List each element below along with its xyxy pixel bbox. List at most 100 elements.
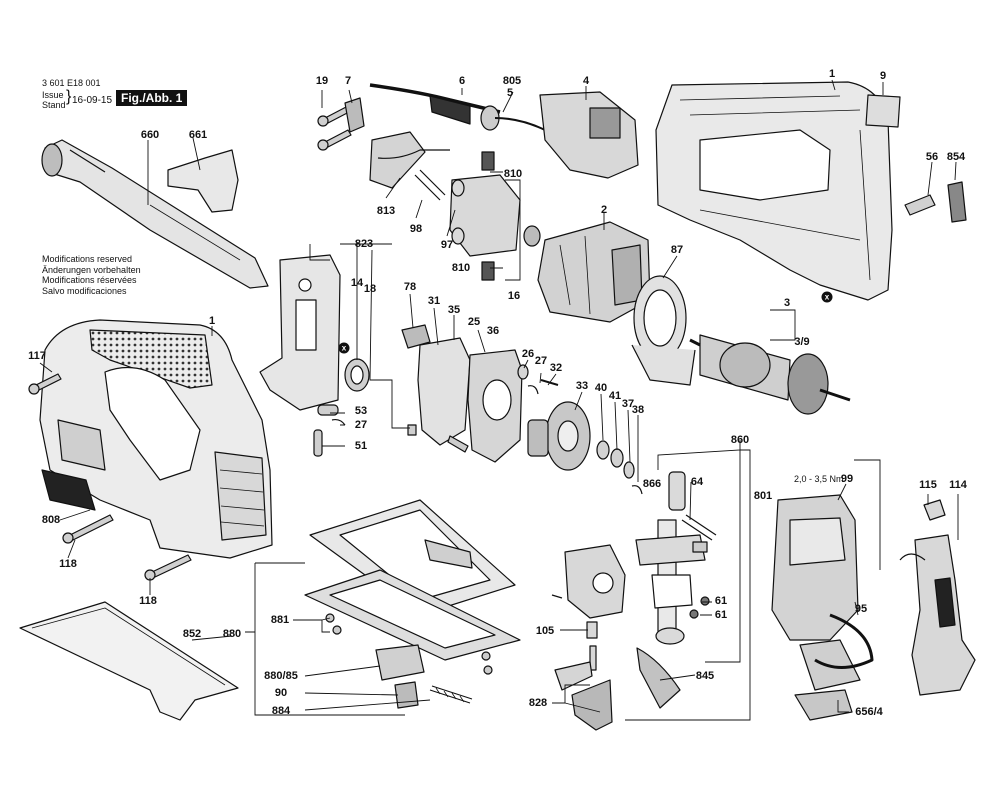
callout-661: 661 — [188, 129, 208, 141]
callout-90: 90 — [274, 687, 288, 699]
guide-roller-part — [794, 689, 853, 721]
callout-27-top: 27 — [534, 355, 548, 367]
callout-98: 98 — [409, 223, 423, 235]
assembly-marker-1: x — [821, 291, 833, 303]
callout-2: 2 — [600, 204, 608, 216]
callout-810-top: 810 — [503, 168, 523, 180]
base-plate-part — [304, 499, 521, 661]
callout-660: 660 — [140, 129, 160, 141]
housing-right-part — [655, 81, 893, 301]
callout-61-bottom: 61 — [714, 609, 728, 621]
drive-gear-part — [527, 401, 591, 471]
callout-53: 53 — [354, 405, 368, 417]
modifications-notice: Modifications reserved Änderungen vorbeh… — [42, 254, 141, 296]
bolt-part — [394, 681, 419, 709]
callout-97: 97 — [440, 239, 454, 251]
callout-1-housing-left: 1 — [208, 315, 216, 327]
callout-33: 33 — [575, 380, 589, 392]
small-block-part — [692, 541, 708, 553]
callout-813: 813 — [376, 205, 396, 217]
callout-6: 6 — [458, 75, 466, 87]
notice-line-es: Salvo modificaciones — [42, 285, 127, 296]
callout-881: 881 — [270, 614, 290, 626]
callout-114: 114 — [949, 479, 967, 491]
callout-26: 26 — [521, 348, 535, 360]
clamp-part — [375, 644, 425, 681]
switch-part — [539, 91, 639, 179]
callout-118-left: 118 — [59, 558, 77, 570]
callout-87: 87 — [670, 244, 684, 256]
callout-95: 95 — [854, 603, 868, 615]
rod-part — [681, 514, 717, 541]
callout-880: 880 — [222, 628, 242, 640]
screw-parts — [28, 105, 352, 581]
callout-64: 64 — [690, 476, 704, 488]
lever-assembly-part — [554, 661, 613, 731]
power-cord-part — [369, 83, 546, 131]
callout-78: 78 — [403, 281, 417, 293]
armature-part — [689, 334, 851, 415]
pin-part — [447, 435, 469, 453]
callout-118-right: 118 — [139, 595, 157, 607]
wire-part — [814, 613, 874, 669]
callout-27-bottom: 27 — [354, 419, 368, 431]
callout-36: 36 — [486, 325, 500, 337]
callout-880-85: 880/85 — [264, 670, 298, 682]
callout-656-4: 656/4 — [855, 706, 883, 718]
callout-41: 41 — [608, 390, 622, 402]
dust-nozzle-part — [41, 139, 269, 289]
callout-31: 31 — [427, 295, 441, 307]
callout-808: 808 — [41, 514, 61, 526]
callout-35: 35 — [447, 304, 461, 316]
callout-105: 105 — [535, 625, 555, 637]
nut-parts — [689, 596, 710, 619]
callout-51: 51 — [354, 440, 368, 452]
gear-case-part — [467, 349, 523, 463]
field-coil-part — [537, 221, 651, 323]
housing-left-part — [39, 319, 273, 559]
brush-holder-part — [369, 131, 450, 201]
label-plate-part — [41, 469, 96, 511]
callout-860: 860 — [730, 434, 750, 446]
issue-date: 16-09-15 — [72, 95, 113, 106]
label-strip-part — [865, 94, 901, 128]
callout-828: 828 — [528, 697, 548, 709]
figure-label: Fig./Abb. 1 — [116, 90, 188, 106]
block-part — [401, 324, 431, 349]
issue-label: Issue — [42, 90, 64, 100]
pin-parts — [313, 404, 417, 457]
gear-housing-part — [259, 254, 341, 411]
callout-845: 845 — [695, 670, 715, 682]
callout-40: 40 — [594, 382, 608, 394]
plunger-assembly-part — [635, 471, 706, 709]
issue-brace: } — [66, 88, 72, 105]
knob-part — [947, 181, 967, 223]
callout-56: 56 — [925, 151, 939, 163]
callout-852: 852 — [182, 628, 202, 640]
callout-805: 805 — [502, 75, 522, 87]
air-guide-part — [631, 275, 696, 386]
callout-810-bottom: 810 — [451, 262, 471, 274]
brush-assembly-part — [449, 151, 541, 281]
clip-part — [344, 97, 365, 133]
callout-99: 99 — [840, 473, 854, 485]
callout-5: 5 — [506, 87, 514, 99]
pendulum-part — [551, 544, 626, 671]
lever-part — [904, 194, 936, 216]
callout-25: 25 — [467, 316, 481, 328]
guide-plate-part — [417, 337, 471, 446]
notice-line-de: Änderungen vorbehalten — [42, 264, 141, 275]
callout-3: 3 — [783, 297, 791, 309]
stand-label: Stand — [42, 100, 66, 110]
base-screws-part — [325, 613, 493, 675]
bearing-part — [344, 358, 370, 392]
callout-4: 4 — [582, 75, 590, 87]
callout-9: 9 — [879, 70, 887, 82]
chip-deflector-part — [167, 149, 239, 213]
callout-18: 18 — [363, 283, 377, 295]
callout-61-top: 61 — [714, 595, 728, 607]
callout-3-9: 3/9 — [794, 336, 810, 348]
callout-32: 32 — [549, 362, 563, 374]
